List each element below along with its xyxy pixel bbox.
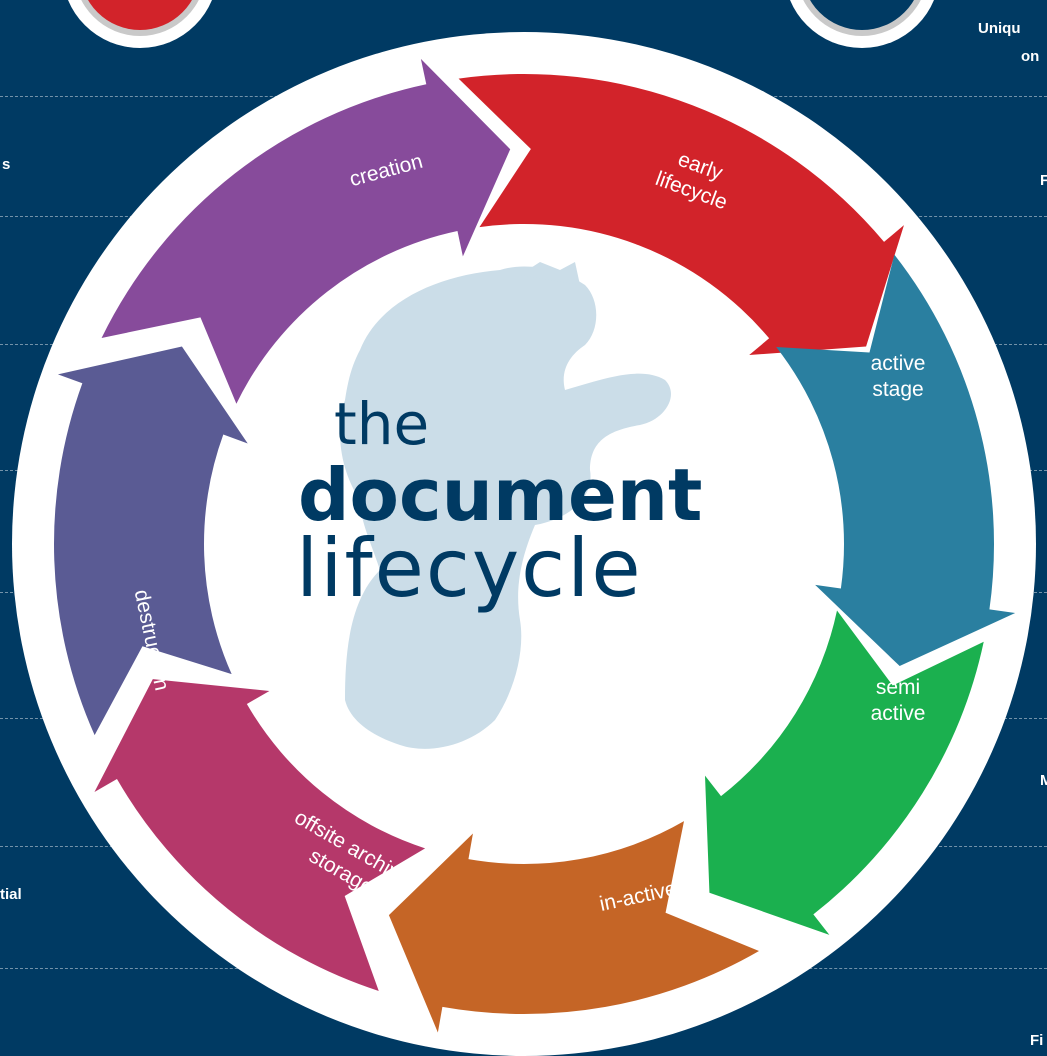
badge-left	[68, 0, 212, 48]
side-text-left-1: s	[2, 156, 11, 173]
title-lifecycle: lifecycle	[296, 522, 643, 615]
side-text-left-2: tial	[0, 886, 22, 903]
badge-right	[790, 0, 934, 48]
lion-watermark-icon	[340, 262, 671, 749]
stage-arrow-early	[458, 74, 904, 356]
stage-arrow-offsite	[94, 679, 426, 991]
stage-arrow-semi	[705, 610, 984, 935]
stage-label-line: active	[871, 352, 926, 375]
stage-label-line: active	[871, 702, 926, 725]
side-text-right-2: on	[1021, 48, 1040, 65]
stage-arrow-creation	[101, 58, 511, 404]
title-the: the	[334, 390, 429, 458]
title-document: document	[298, 453, 702, 537]
stage-label-line: stage	[872, 378, 923, 401]
stage-arrow-inactive	[388, 821, 759, 1033]
stage-arrow-destruction	[54, 346, 248, 736]
stage-arrow-active	[776, 254, 1016, 667]
stage-label-semi: semi active	[871, 676, 926, 725]
stage-label-line: semi	[876, 676, 920, 699]
side-text-right-3: F	[1040, 172, 1047, 189]
stage-label-active: active stage	[871, 352, 926, 401]
side-text-right-5: Fi	[1030, 1032, 1044, 1049]
side-text-right-1: Uniqu	[978, 20, 1021, 37]
side-text-right-4: M	[1040, 772, 1047, 789]
